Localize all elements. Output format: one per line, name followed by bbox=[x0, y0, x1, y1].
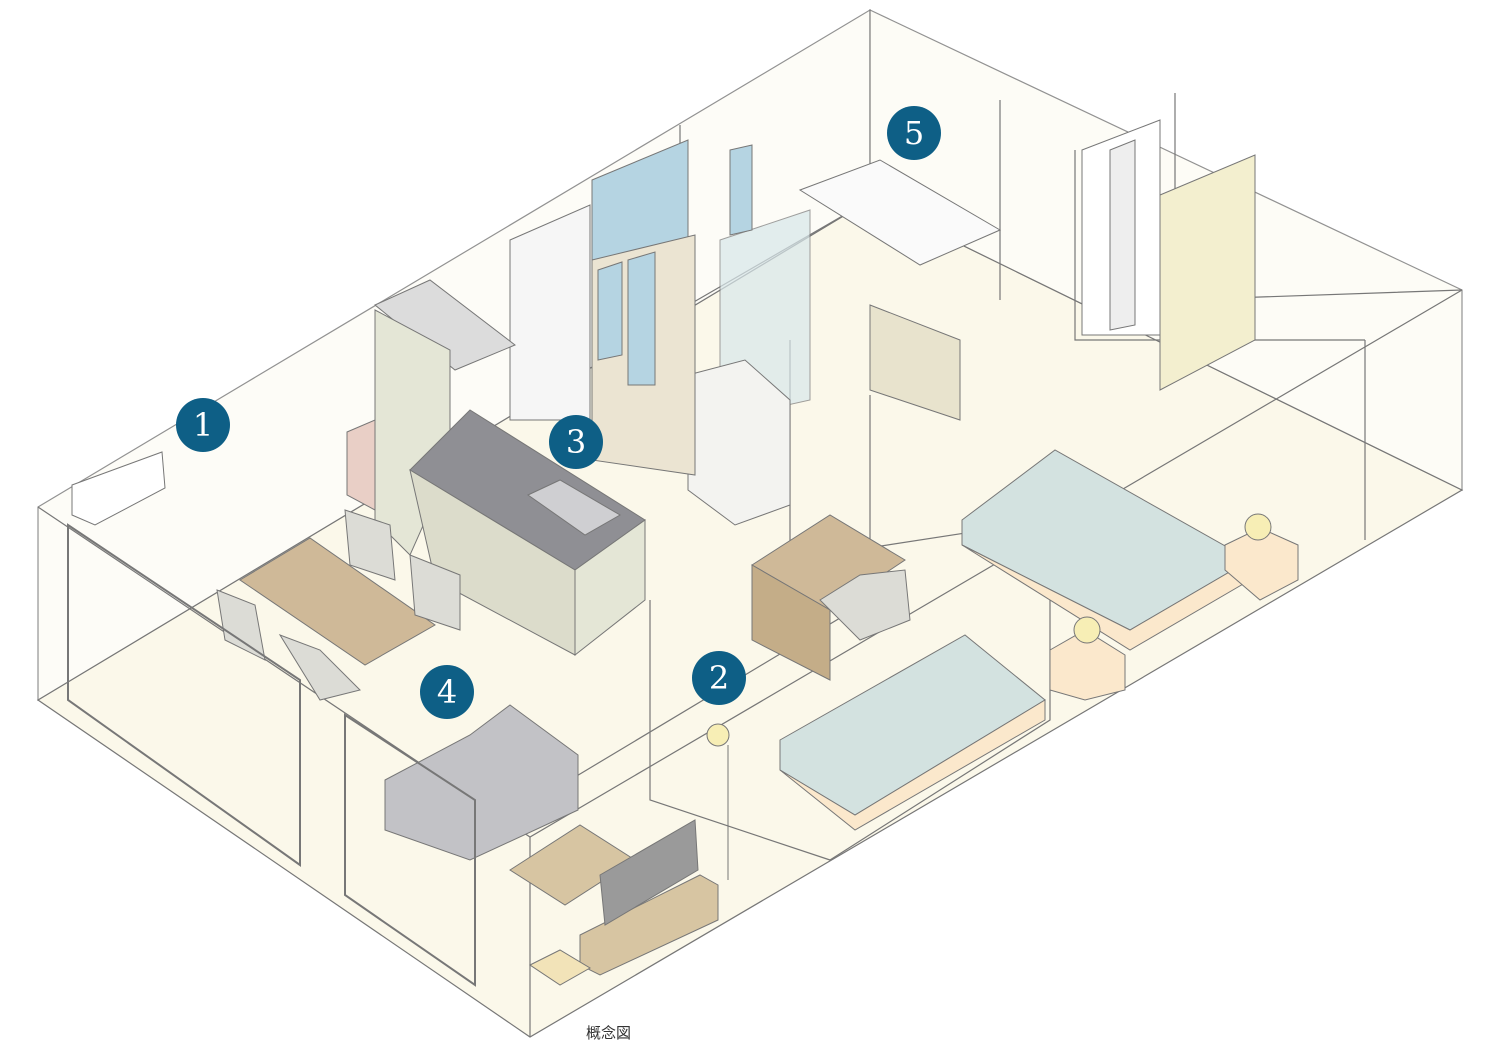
kitchen-end-panel bbox=[574, 519, 646, 657]
chair bbox=[409, 554, 461, 631]
partition-bedroom bbox=[649, 600, 831, 861]
sink bbox=[527, 479, 621, 536]
chair bbox=[278, 634, 361, 701]
floor-lamp bbox=[706, 723, 730, 747]
shower-glass-panel bbox=[729, 144, 753, 236]
side-table bbox=[529, 949, 591, 986]
lamp bbox=[1244, 513, 1272, 541]
bathtub bbox=[798, 159, 1002, 266]
marker-5: 5 bbox=[887, 106, 941, 160]
chair bbox=[216, 589, 266, 661]
desk-chair bbox=[819, 569, 911, 641]
chair bbox=[344, 509, 396, 581]
lamp bbox=[1073, 616, 1101, 644]
partition-closet bbox=[1074, 150, 1365, 341]
caption: 概念図 bbox=[586, 1024, 632, 1042]
marker-4: 4 bbox=[420, 665, 474, 719]
sofa bbox=[384, 704, 579, 861]
tv bbox=[599, 819, 699, 926]
marker-3: 3 bbox=[549, 415, 603, 469]
balcony-window-right bbox=[344, 713, 476, 987]
balcony-window-left bbox=[67, 523, 301, 867]
toilet-counter bbox=[869, 304, 961, 421]
marker-1: 1 bbox=[176, 398, 230, 452]
dining-table bbox=[239, 537, 436, 666]
washing-machine bbox=[687, 359, 791, 526]
fridge bbox=[509, 204, 591, 421]
air-conditioner bbox=[71, 451, 166, 526]
marker-2: 2 bbox=[692, 651, 746, 705]
